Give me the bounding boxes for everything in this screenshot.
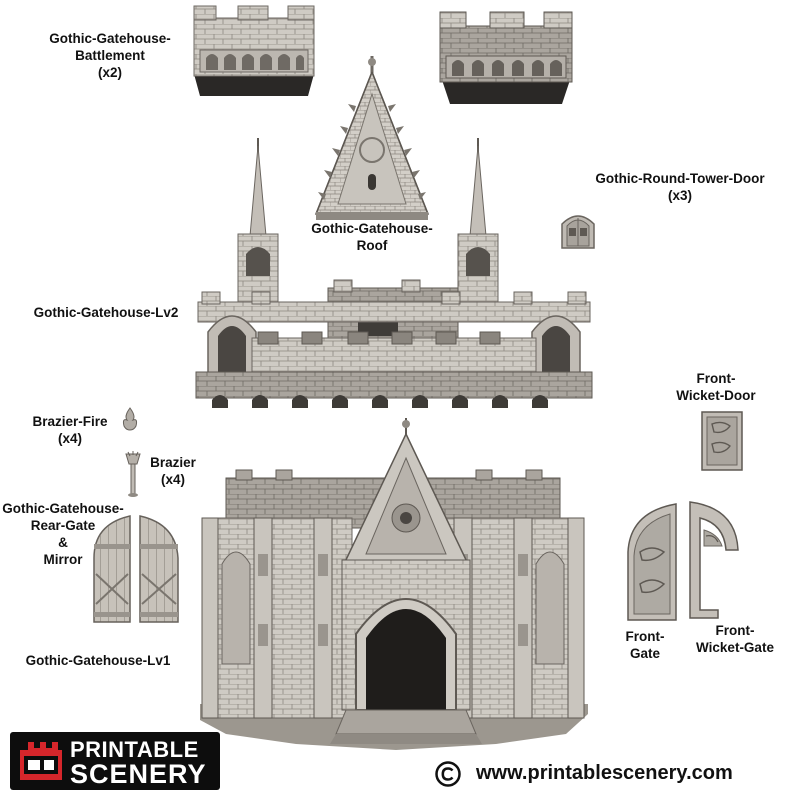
label-lv2: Gothic-Gatehouse-Lv2 — [33, 305, 179, 320]
label-brazier: Brazier (x4) — [150, 455, 196, 487]
label-rear-gate: Gothic-Gatehouse- Rear-Gate & Mirror — [2, 501, 124, 567]
front-wicket-gate — [686, 500, 742, 622]
gatehouse-roof — [310, 54, 434, 222]
brand-line1: PRINTABLE — [70, 737, 199, 762]
round-tower-door — [558, 210, 598, 250]
label-roof: Gothic-Gatehouse- Roof — [311, 221, 433, 253]
front-wicket-door — [700, 410, 744, 472]
brazier-fire — [120, 406, 140, 432]
website-url[interactable]: www.printablescenery.com — [476, 762, 733, 784]
rear-gate — [92, 514, 182, 626]
brand-line2: SCENERY — [70, 759, 207, 789]
label-lv1: Gothic-Gatehouse-Lv1 — [25, 653, 171, 668]
label-brazier-fire: Brazier-Fire (x4) — [32, 414, 108, 446]
battlement-left — [190, 4, 318, 100]
castle-logo-icon — [18, 740, 64, 782]
copyright-icon — [434, 760, 462, 788]
brand-logo: PRINTABLE SCENERY — [10, 732, 220, 790]
label-front-wicket-gate: Front- Wicket-Gate — [696, 623, 774, 655]
label-battlement: Gothic-Gatehouse- Battlement (x2) — [49, 31, 171, 80]
label-front-wicket-door: Front- Wicket-Door — [676, 371, 756, 403]
label-round-tower-door: Gothic-Round-Tower-Door (x3) — [595, 171, 765, 203]
front-gate — [624, 502, 680, 624]
brazier — [124, 450, 142, 498]
gatehouse-lv2 — [192, 136, 596, 410]
battlement-right — [436, 8, 576, 108]
gatehouse-lv1 — [196, 414, 590, 754]
label-front-gate: Front- Gate — [625, 629, 665, 661]
